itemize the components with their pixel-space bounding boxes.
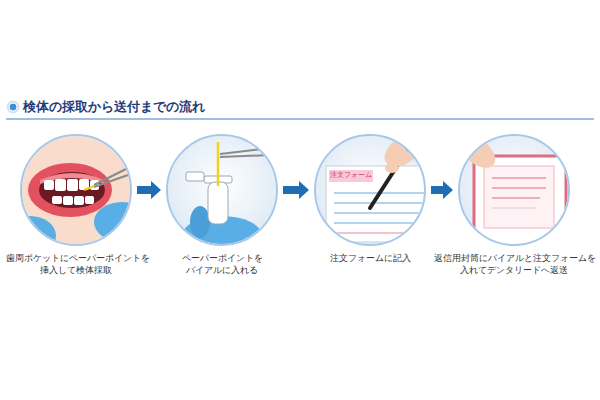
tweezers <box>220 155 272 157</box>
hand <box>379 127 430 174</box>
tweezers <box>94 175 128 187</box>
tooth <box>44 180 54 190</box>
tweezers <box>220 148 272 154</box>
flow-arrow <box>431 186 443 194</box>
bullet-ring <box>7 101 20 114</box>
tooth <box>85 196 94 204</box>
vial-body <box>208 182 228 224</box>
lips <box>28 163 112 217</box>
tooth <box>55 179 66 191</box>
mouth-inside <box>39 172 105 208</box>
address-line <box>492 177 546 178</box>
vial-cap <box>186 172 204 181</box>
glove <box>94 202 150 242</box>
address-box <box>484 166 554 228</box>
title-rule <box>6 118 594 119</box>
face-skin <box>20 134 132 246</box>
hand <box>455 130 501 174</box>
diagram-title: 検体の採取から送付までの流れ <box>23 99 205 115</box>
address-line <box>492 187 546 188</box>
step-caption: 返信用封筒にバイアルと注文フォームを 入れてデンタリードへ返送 <box>434 252 594 276</box>
bullet-dot <box>9 103 17 111</box>
tooth <box>63 196 73 205</box>
envelope-illustration <box>455 130 570 248</box>
envelope <box>474 156 566 248</box>
address-line <box>492 207 536 208</box>
form-line <box>334 212 424 213</box>
form-header-text: 注文フォーム <box>330 171 372 180</box>
form-line <box>334 232 424 233</box>
flow-arrow <box>137 186 151 194</box>
form-illustration <box>314 127 430 246</box>
glove <box>4 216 56 256</box>
circle-outline <box>314 134 426 246</box>
step-circle: 注文フォームに記入 <box>305 134 435 264</box>
address-line <box>492 197 540 198</box>
flow-arrow <box>283 186 299 194</box>
step-circle: ペーパーポイントを バイアルに入れる <box>166 134 278 276</box>
form-line <box>334 202 424 203</box>
circle-outline <box>20 134 132 246</box>
tooth <box>67 179 78 191</box>
form-line <box>334 222 424 223</box>
step-caption: 歯周ポケットにペーパーポイントを 挿入して検体採取 <box>6 252 146 276</box>
finger <box>385 163 399 173</box>
paper-point <box>217 142 220 186</box>
tooth <box>52 196 62 204</box>
tooth <box>74 196 84 205</box>
glove-thumb <box>190 206 210 238</box>
vial-illustration <box>166 134 278 256</box>
step-circle: 歯周ポケットにペーパーポイントを 挿入して検体採取 <box>6 134 146 276</box>
circle-outline <box>166 134 278 246</box>
step-circle: 返信用封筒にバイアルと注文フォームを 入れてデンタリードへ返送 <box>434 134 594 276</box>
step-caption: ペーパーポイントを バイアルに入れる <box>172 252 272 276</box>
paper-point <box>84 186 94 190</box>
step-caption: 注文フォームに記入 <box>305 252 435 264</box>
circle-outline <box>458 134 570 246</box>
form-sheet <box>326 166 430 242</box>
mouth-illustration <box>4 134 150 256</box>
form-header <box>329 170 373 182</box>
